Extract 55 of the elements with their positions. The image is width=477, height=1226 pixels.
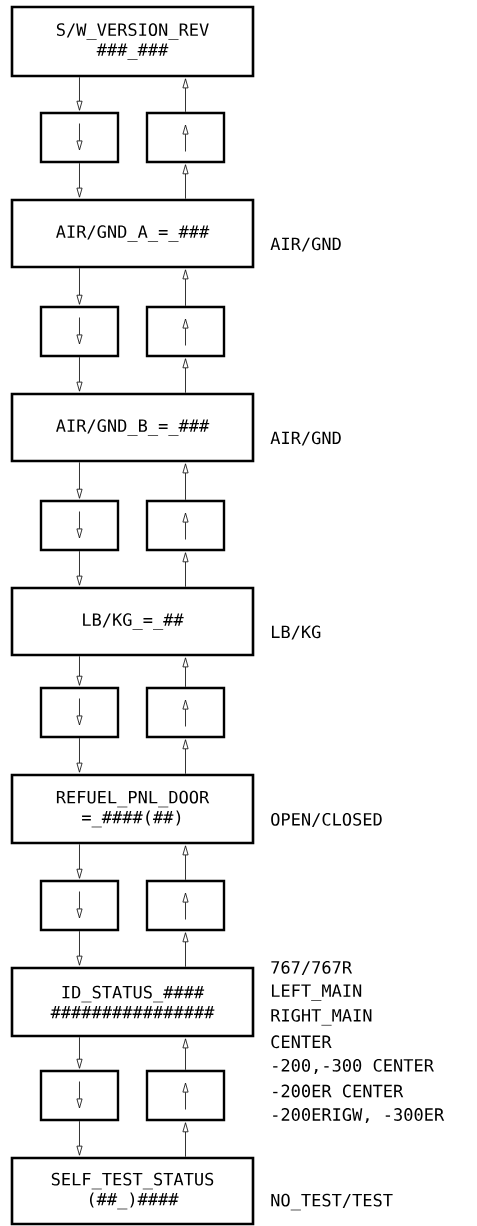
arrow — [182, 269, 189, 307]
arrow — [182, 1122, 189, 1158]
key-box — [39, 305, 120, 358]
arrow — [76, 737, 83, 773]
side-label: LB/KG — [272, 625, 321, 640]
process-box: ID_STATUS_#### ################ — [10, 966, 255, 1038]
process-box: LB/KG_=_## — [10, 586, 255, 657]
arrow — [182, 78, 189, 113]
arrow — [76, 1120, 83, 1156]
arrow — [182, 164, 189, 200]
key-box — [145, 686, 226, 739]
key-box — [145, 111, 226, 164]
side-label: LEFT_MAIN — [272, 984, 362, 1001]
side-label: -200ERIGW, -300ER — [273, 1108, 445, 1124]
side-label: CENTER — [271, 1035, 332, 1049]
arrow — [182, 932, 189, 968]
arrow — [76, 267, 83, 305]
side-label: AIR/GND — [270, 237, 341, 252]
key-box — [39, 686, 120, 739]
arrow — [182, 463, 189, 501]
arrow — [182, 552, 189, 588]
key-box — [145, 499, 226, 552]
side-label: AIR/GND — [270, 431, 341, 446]
arrow — [76, 461, 83, 499]
side-label: RIGHT_MAIN — [271, 1008, 372, 1026]
arrow — [76, 1036, 83, 1069]
arrow — [76, 843, 83, 879]
arrow — [182, 358, 189, 394]
arrow — [76, 356, 83, 392]
arrow — [76, 76, 83, 111]
process-box: AIR/GND_A_=_### — [10, 198, 255, 269]
arrow — [76, 930, 83, 966]
process-box: REFUEL_PNL_DOOR =_####(##) — [10, 773, 255, 845]
side-label: -200ER CENTER — [273, 1084, 404, 1098]
arrow — [76, 550, 83, 586]
key-box — [145, 1069, 226, 1122]
arrow — [182, 657, 189, 688]
side-label: -200,-300 CENTER — [273, 1058, 434, 1074]
key-box — [39, 111, 120, 164]
key-box — [145, 879, 226, 932]
side-label: 767/767R — [271, 960, 353, 976]
arrow — [182, 739, 189, 775]
side-label: NO_TEST/TEST — [271, 1193, 393, 1211]
arrow — [182, 845, 189, 881]
process-box: SELF_TEST_STATUS (##_)#### — [10, 1156, 255, 1226]
process-box: AIR/GND_B_=_### — [10, 392, 255, 463]
arrow — [76, 655, 83, 686]
key-box — [39, 499, 120, 552]
key-box — [39, 1069, 120, 1122]
key-box — [145, 305, 226, 358]
arrow — [76, 162, 83, 198]
arrow — [182, 1038, 189, 1071]
side-label: OPEN/CLOSED — [271, 812, 382, 828]
process-box: S/W_VERSION_REV ###_### — [10, 5, 255, 78]
key-box — [39, 879, 120, 932]
